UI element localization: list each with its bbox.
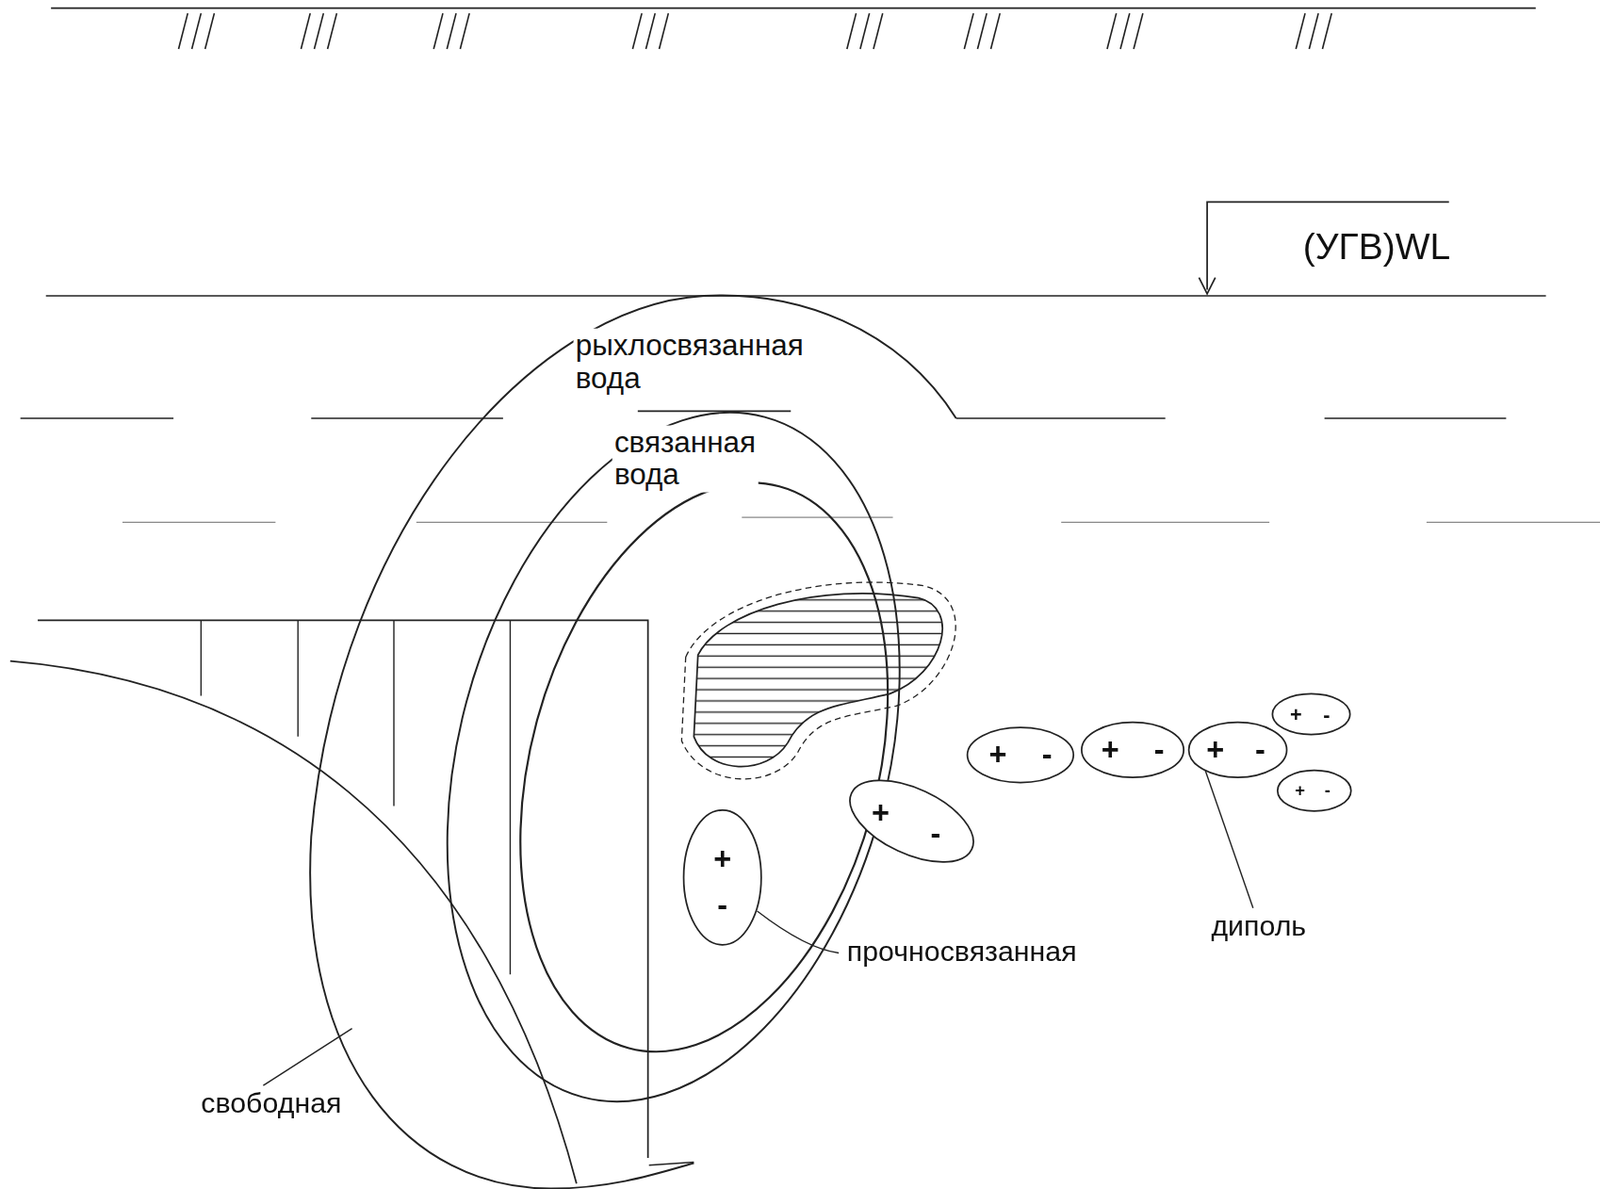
charge-sign: - (1042, 739, 1053, 770)
water-level-label: (УГВ)WL (1301, 226, 1454, 267)
particle-film (681, 582, 956, 780)
charge-sign: - (1322, 703, 1330, 725)
charge-sign: + (713, 844, 732, 875)
dipole-ellipse (1077, 718, 1189, 782)
dipole-ellipse (679, 805, 766, 949)
dipole-ellipse (837, 764, 986, 880)
charge-sign: + (1206, 734, 1225, 766)
charge-sign: + (1294, 782, 1306, 800)
dipole-ellipse (967, 727, 1075, 783)
dipole-ellipse (1268, 689, 1355, 739)
dipole: +- (1268, 689, 1355, 739)
dipole: +- (1184, 718, 1291, 782)
charge-sign: - (1255, 734, 1266, 766)
ground-surface (50, 7, 1536, 10)
dipole-ellipse (1189, 722, 1288, 778)
zone-label: связанная вода (612, 425, 758, 492)
dipole-ellipse (1277, 770, 1352, 812)
dipole-ellipse (963, 723, 1078, 787)
charge-sign: + (1101, 734, 1120, 766)
inner-water-shell (461, 441, 947, 1094)
leader-line (1202, 761, 1254, 909)
dipole: +- (679, 805, 766, 949)
bound-water-outline (375, 361, 972, 1153)
loose-water-outline (306, 285, 970, 1189)
dipole-ellipse (1273, 766, 1356, 816)
ground-hatch (179, 13, 1333, 49)
dipole-ellipse (845, 776, 978, 866)
water-lines-lower (122, 517, 1600, 523)
bound-water-outline (428, 403, 919, 1118)
arrow-head (1198, 277, 1215, 294)
charge-sign: - (717, 890, 728, 921)
water-zone: +-связанная водарыхлосвязанная вода (306, 285, 970, 1189)
water-zone: +-связанная вода (428, 403, 919, 1118)
leader-line (757, 911, 840, 953)
leader-label: диполь (1208, 911, 1308, 943)
leader-label: свободная (198, 1088, 343, 1120)
dipole-ellipse (1272, 693, 1350, 735)
dipole-ellipse (684, 810, 762, 946)
dipole: +- (1077, 718, 1189, 782)
charge-sign: + (989, 739, 1008, 770)
pressure-curve (10, 661, 577, 1184)
dipole-ellipse (1081, 722, 1184, 778)
foundation (37, 620, 649, 1159)
zone-label: рыхлосвязанная вода (573, 328, 806, 395)
loose-water-outline (310, 295, 957, 1189)
water-level-line (46, 294, 1547, 297)
leader-label: прочносвязанная (845, 936, 1079, 968)
charge-sign: + (1289, 703, 1303, 725)
charge-sign: - (1324, 782, 1331, 800)
soil-particle (693, 593, 943, 768)
dipole: +- (845, 776, 978, 866)
charge-sign: - (930, 817, 942, 849)
dipole: +- (963, 723, 1078, 787)
dipole: +- (1273, 766, 1356, 816)
charge-sign: + (871, 798, 890, 829)
charge-sign: - (1154, 734, 1165, 766)
dipole-ellipse (1184, 718, 1291, 782)
